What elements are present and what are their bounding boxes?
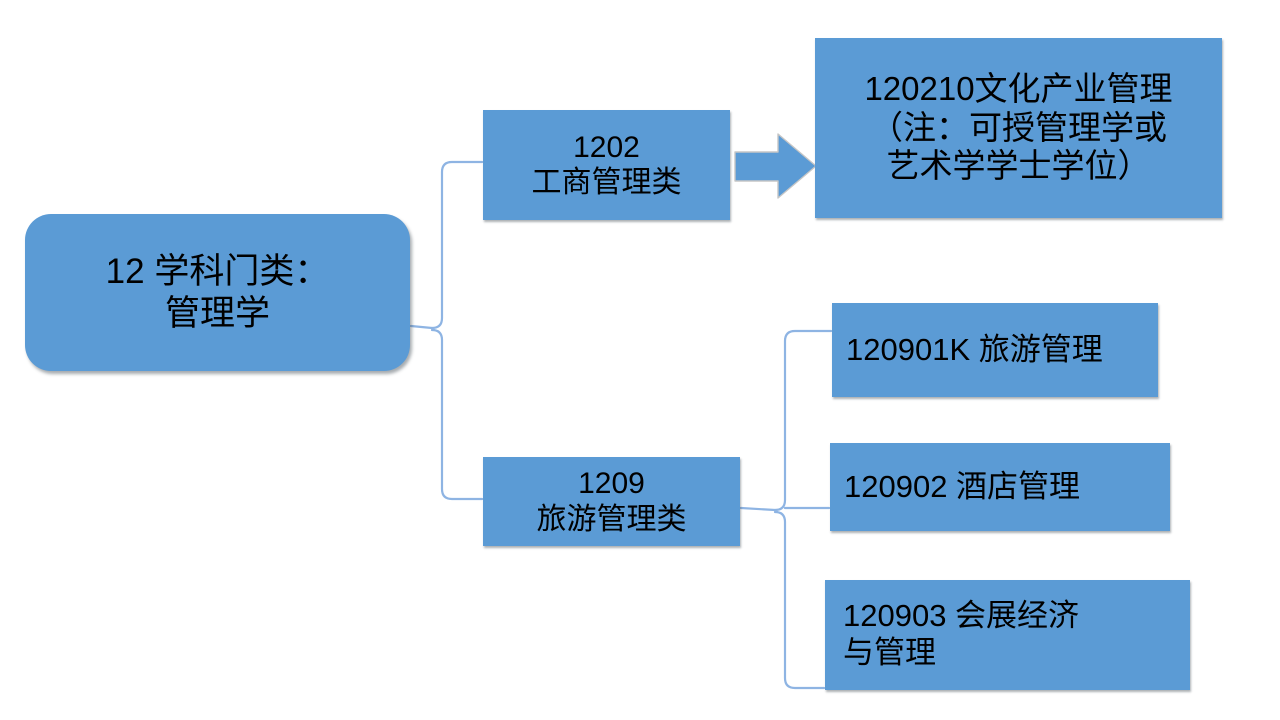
node-category-1202-code: 1202 <box>573 130 640 164</box>
root-brace-stub <box>409 324 434 330</box>
node-root-discipline-category[interactable]: 12 学科门类： 管理学 <box>25 214 410 371</box>
node-major-120210-line-2: （注：可授管理学或 <box>870 108 1167 146</box>
root-brace-connector <box>409 160 484 501</box>
node-major-120903-line-1: 120903 会展经济 <box>843 598 1080 634</box>
node-major-120210-line-1: 120210文化产业管理 <box>864 69 1173 107</box>
node-category-1202[interactable]: 1202 工商管理类 <box>483 110 730 220</box>
node-major-120901k[interactable]: 120901K 旅游管理 <box>832 303 1158 397</box>
node-major-120902-line-1: 120902 酒店管理 <box>844 468 1081 504</box>
node-major-120903[interactable]: 120903 会展经济 与管理 <box>825 580 1190 690</box>
category-brace-connector <box>739 329 833 690</box>
node-category-1202-name: 工商管理类 <box>531 166 682 199</box>
root-brace-upper-arm <box>430 160 484 330</box>
node-major-120901k-line-1: 120901K 旅游管理 <box>846 331 1103 367</box>
node-root-line-2: 管理学 <box>164 293 270 333</box>
node-major-120902[interactable]: 120902 酒店管理 <box>830 443 1170 531</box>
right-block-arrow-icon <box>734 133 817 199</box>
node-major-120210[interactable]: 120210文化产业管理 （注：可授管理学或 艺术学学士学位） <box>815 38 1222 218</box>
node-root-line-1: 12 学科门类： <box>105 252 330 292</box>
node-category-1209[interactable]: 1209 旅游管理类 <box>483 457 740 546</box>
category-brace-lower-arm <box>773 510 826 690</box>
category-brace-stub <box>739 506 777 512</box>
node-category-1209-name: 旅游管理类 <box>536 502 687 536</box>
root-brace-lower-arm <box>430 328 484 501</box>
node-major-120903-line-2: 与管理 <box>843 635 936 670</box>
category-brace-upper-arm <box>773 329 833 512</box>
node-major-120210-line-3: 艺术学学士学位） <box>886 147 1151 185</box>
node-category-1209-code: 1209 <box>578 467 645 501</box>
